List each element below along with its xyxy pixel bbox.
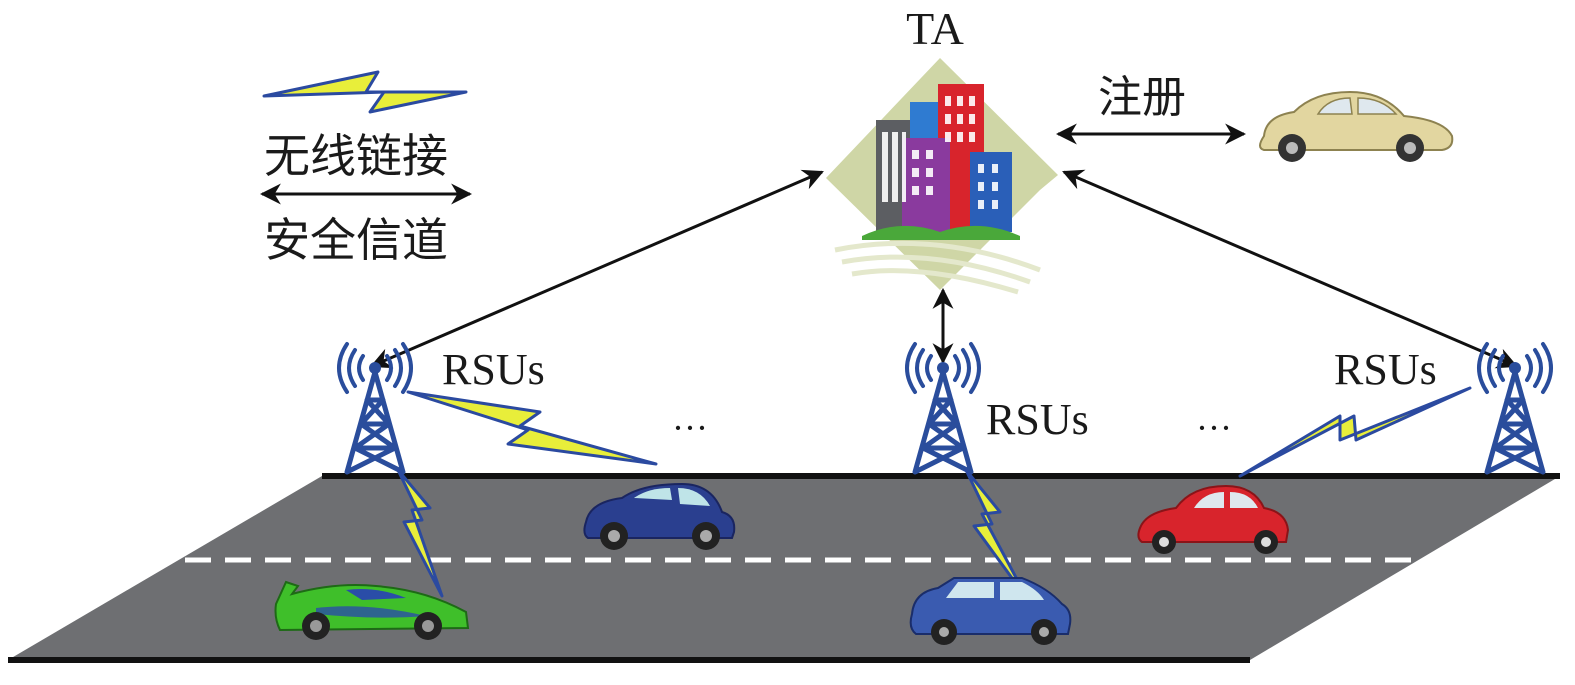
legend-wireless-label: 无线链接: [264, 129, 448, 183]
legend: 无线链接 安全信道: [259, 70, 473, 267]
car-icon: [909, 577, 1072, 645]
city-buildings-icon: [826, 58, 1058, 295]
wireless-link-left-top: [406, 390, 658, 466]
rsu-label-right: RSUs: [1334, 345, 1437, 394]
wireless-link-right: [1238, 386, 1472, 478]
secure-channel-right: [1062, 169, 1518, 369]
rsu-label-center: RSUs: [986, 395, 1089, 444]
lightning-icon: [262, 70, 468, 114]
antenna-tower-icon: [339, 344, 411, 472]
rsu-label-left: RSUs: [442, 345, 545, 394]
car-icon: [583, 482, 736, 550]
antenna-tower-icon: [1479, 344, 1551, 472]
car-icon: [1259, 90, 1454, 162]
secure-channel-left: [370, 169, 824, 369]
register-label: 注册: [1098, 72, 1186, 123]
wireless-link-left-down: [396, 468, 444, 598]
road: [8, 473, 1560, 663]
car-icon: [274, 580, 470, 640]
ellipsis-right: ···: [1196, 408, 1232, 448]
ellipsis-left: ···: [672, 408, 708, 448]
antenna-tower-icon: [907, 344, 979, 472]
ta-label: TA: [906, 3, 964, 54]
legend-secure-label: 安全信道: [264, 213, 448, 267]
car-icon: [1137, 484, 1290, 554]
